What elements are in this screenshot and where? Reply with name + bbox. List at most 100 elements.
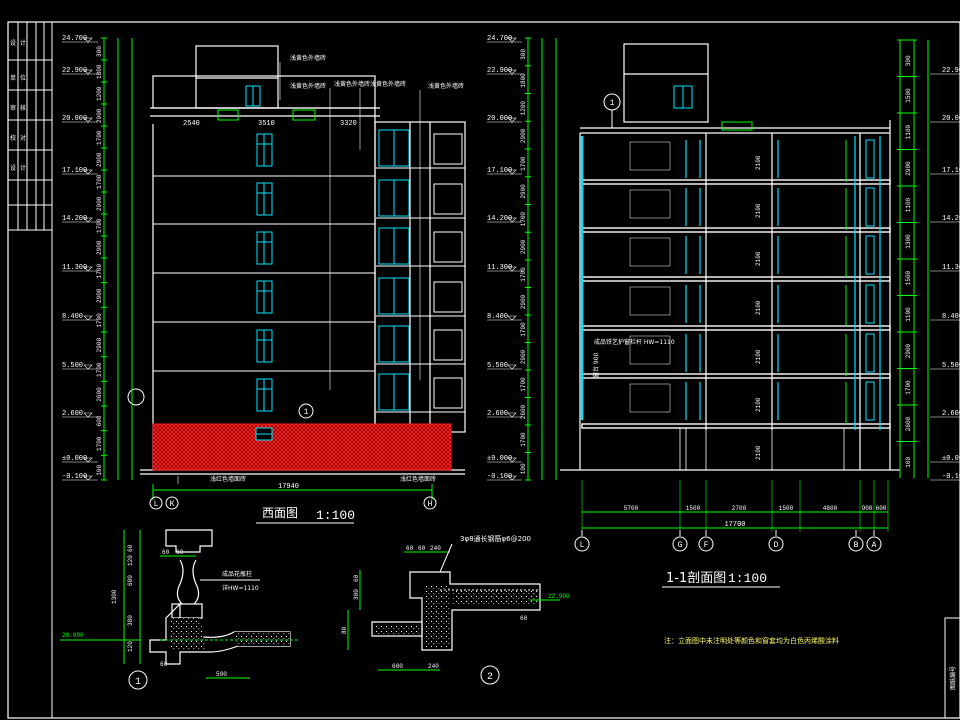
sect-a-dim-text: 300 [520, 49, 527, 60]
sect-level-text: 11.300 [487, 264, 512, 272]
sect-room-opening [629, 383, 671, 413]
sect-level-triangle [507, 266, 517, 272]
sect-axis-label: A [872, 541, 877, 550]
elev-level-text: 2.600 [62, 410, 83, 418]
tb-cell-1: 计 [20, 39, 26, 47]
note-2: 浅黄色外墙砖 [334, 80, 370, 88]
elev-b-dim-text: 1700 [96, 313, 103, 328]
sect-balcony-rail [865, 284, 875, 324]
elevation-dimension-chain: 3001800120029001700290017002900170029001… [96, 37, 133, 481]
sect-a-dim-text: 2900 [520, 128, 527, 143]
elev-b-dim-text: 1700 [96, 264, 103, 279]
sect-a-dim-text: 1700 [520, 156, 527, 171]
d1-dim-1: 120 [127, 555, 134, 566]
elev-level-text: 20.000 [62, 115, 87, 123]
elev-level-triangle [83, 412, 93, 418]
roof-balustrade [217, 109, 316, 121]
sect-b-dim-text: 1700 [520, 267, 527, 282]
elev-a-dim-text: 2900 [96, 196, 103, 211]
sect-right-level-text: 8.400 [942, 313, 960, 321]
sect-level-text: 24.700 [487, 35, 512, 43]
sect-balcony-rail [865, 333, 875, 373]
west-elevation: 浅黄色外墙砖 浅黄色外墙砖 浅黄色外墙砖 浅黄色外墙砖 浅黄色外墙砖 浅红色墙面… [62, 35, 466, 524]
tb-cell-6: 校 [10, 134, 16, 142]
sheet-frame [7, 21, 960, 719]
elev-balcony-frame [433, 183, 463, 215]
detail2-outline [371, 571, 541, 651]
sect-right-dim-text: 1300 [905, 234, 912, 249]
elev-level-text: 8.400 [62, 313, 83, 321]
sect-room-opening [629, 237, 671, 267]
sect-inner-dim: 2100 [755, 300, 762, 315]
sect-b-dim-text: 2600 [520, 404, 527, 419]
sect-balcony-rail [865, 235, 875, 275]
axis-H: H [428, 500, 433, 509]
sect-axis-label: L [580, 541, 585, 550]
sect-bottom-dim-text: 1500 [779, 505, 794, 512]
sect-total-dim: 17700 [724, 521, 745, 529]
elevation-level-marks: 24.70022.90020.00017.10014.20011.3008.40… [62, 35, 98, 481]
pilotis-columns [679, 428, 845, 470]
elev-b-dim-text: 100 [96, 464, 103, 475]
d1-note: 成品花瓶柱 [222, 570, 252, 578]
elev-a-dim-text: 2900 [96, 240, 103, 255]
tb-cell-0: 设 [10, 39, 16, 47]
sect-b-dim-text: 100 [520, 463, 527, 474]
sect-b-dim-text: 1700 [520, 322, 527, 337]
sect-axis-label: F [704, 541, 709, 550]
d2-top-2: 240 [430, 545, 441, 552]
sect-level-text: ±0.000 [487, 455, 512, 463]
tb-cell-7: 对 [20, 134, 26, 142]
sect-right-level-text: 20.000 [942, 115, 960, 123]
sect-bottom-dim-text: 4800 [823, 505, 838, 512]
elev-level-triangle [83, 37, 93, 43]
elev-a-dim-text: 1800 [96, 64, 103, 79]
title-block-text: 设 计 单 位 审 核 校 对 设 计 图纸编号 [10, 39, 957, 690]
sect-level-text: 5.500 [487, 362, 508, 370]
sect-right-level-text: 17.100 [942, 167, 960, 175]
elev-b-dim-text: 1700 [96, 436, 103, 451]
sect-level-triangle [507, 364, 517, 370]
sect-axis-bubble [672, 536, 688, 552]
d1-dim-2: 600 [127, 575, 134, 586]
sect-a-dim-text: 2900 [520, 239, 527, 254]
section-bubble: 1 [610, 99, 615, 108]
elev-level-text: ±0.000 [62, 455, 87, 463]
sect-floor-slab [581, 276, 891, 282]
tb-cell-4: 审 [10, 104, 16, 112]
sect-level-triangle [507, 475, 517, 481]
elev-balcony-frame [433, 133, 463, 165]
elev-level-text: 14.200 [62, 215, 87, 223]
sect-right-dim-text: 1100 [905, 197, 912, 212]
elev-axis-bubbles [127, 388, 437, 510]
d2-level: 22.900 [548, 593, 570, 600]
top-dim-0: 2540 [183, 120, 200, 128]
sect-right-level-text: 22.900 [942, 67, 960, 75]
top-dimension-texts: 2540 3510 3320 [183, 120, 357, 128]
sect-floor-slab [581, 373, 891, 379]
sect-level-text: 8.400 [487, 313, 508, 321]
sect-right-dim-text: 2600 [905, 416, 912, 431]
sect-floor-slab [581, 325, 891, 331]
elev-bubble: 1 [304, 408, 309, 417]
elev-level-triangle [83, 475, 93, 481]
elev-level-text: -0.100 [62, 473, 87, 481]
section-scale: 1:100 [728, 571, 767, 586]
d1-dim-5: 120 [127, 641, 134, 652]
sect-level-text: 2.600 [487, 410, 508, 418]
d2-v-1: 300 [353, 589, 360, 600]
d1-hdim-2: 500 [216, 671, 227, 678]
sect-axis-bubble [866, 536, 882, 552]
sect-bottom-dim-text: 2700 [732, 505, 747, 512]
elev-balcony-frame [433, 377, 463, 409]
elev-level-text: 5.500 [62, 362, 83, 370]
elev-a-dim-text: 300 [96, 46, 103, 57]
ground-note-1: 浅红色墙面砖 [400, 475, 436, 483]
note-0: 浅黄色外墙砖 [290, 54, 326, 62]
d2-note: 3φ8通长钢筋φ6@200 [460, 534, 531, 543]
sect-inner-dim: 2100 [755, 445, 762, 460]
elev-a-dim-text: 1200 [96, 86, 103, 101]
